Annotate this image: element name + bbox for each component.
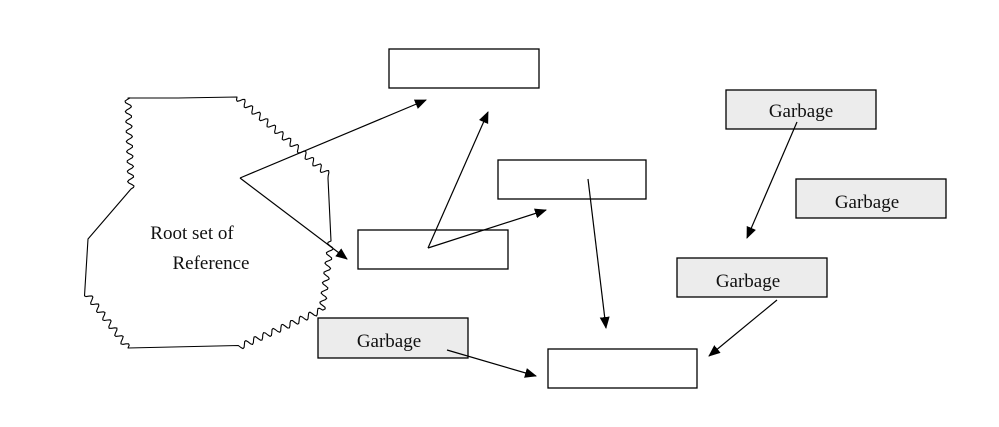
garbage-label: Garbage	[716, 271, 780, 292]
arrow-garbage3-to-bottom-box	[708, 299, 778, 357]
arrow-garbage4-to-bottom-box	[446, 349, 537, 378]
object-box-top	[388, 48, 540, 89]
arrow-root-to-left-box	[239, 177, 348, 260]
arrow-middle-box-to-bottom-box	[587, 178, 610, 329]
root-set-label-line2: Reference	[173, 253, 250, 274]
object-box-bottom	[547, 348, 698, 389]
root-set-label-line1: Root set of	[150, 223, 234, 244]
garbage-label: Garbage	[769, 101, 833, 122]
arrow-garbage1-to-garbage3	[746, 121, 798, 239]
garbage-box-1: Garbage	[725, 89, 877, 130]
object-box-middle	[497, 159, 647, 200]
arrow-root-to-top-box	[239, 99, 427, 179]
arrow-left-box-to-top-box	[427, 111, 489, 249]
garbage-box-2: Garbage	[795, 178, 947, 219]
garbage-box-3: Garbage	[676, 257, 828, 298]
arrow-left-box-to-middle-box	[427, 208, 547, 249]
root-set-outline	[83, 96, 334, 350]
garbage-label: Garbage	[835, 192, 899, 213]
garbage-box-4: Garbage	[317, 317, 469, 359]
garbage-label: Garbage	[357, 331, 421, 352]
